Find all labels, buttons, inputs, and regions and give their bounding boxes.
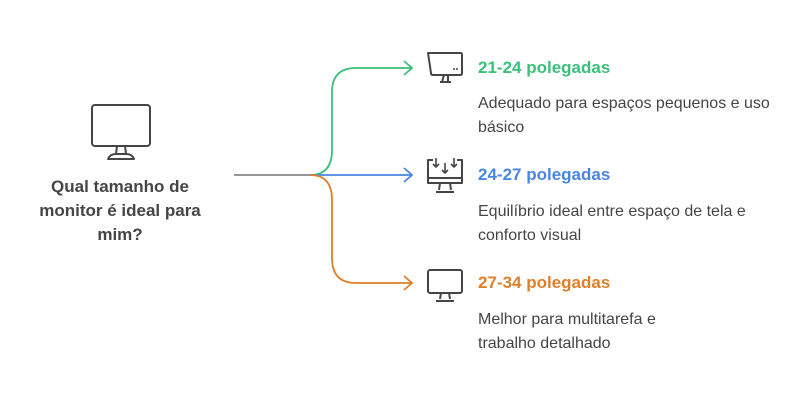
option-title: 24-27 polegadas — [478, 165, 611, 184]
branch-blue — [310, 167, 414, 183]
branch-orange — [309, 174, 414, 291]
central-monitor-icon — [91, 104, 151, 160]
monitor-angled-icon — [427, 52, 463, 83]
monitor-icon — [427, 269, 463, 302]
monitor-download-icon — [427, 158, 463, 193]
option-description: Equilíbrio ideal entre espaço de tela e … — [478, 203, 746, 244]
option-description: Melhor para multitarefa e trabalho detal… — [478, 311, 656, 352]
central-question: Qual tamanho de monitor é ideal para mim… — [39, 177, 201, 244]
branch-green — [309, 60, 414, 176]
option-description: Adequado para espaços pequenos e uso bás… — [478, 95, 770, 136]
option-title: 21-24 polegadas — [478, 58, 611, 77]
option-title: 27-34 polegadas — [478, 273, 611, 292]
